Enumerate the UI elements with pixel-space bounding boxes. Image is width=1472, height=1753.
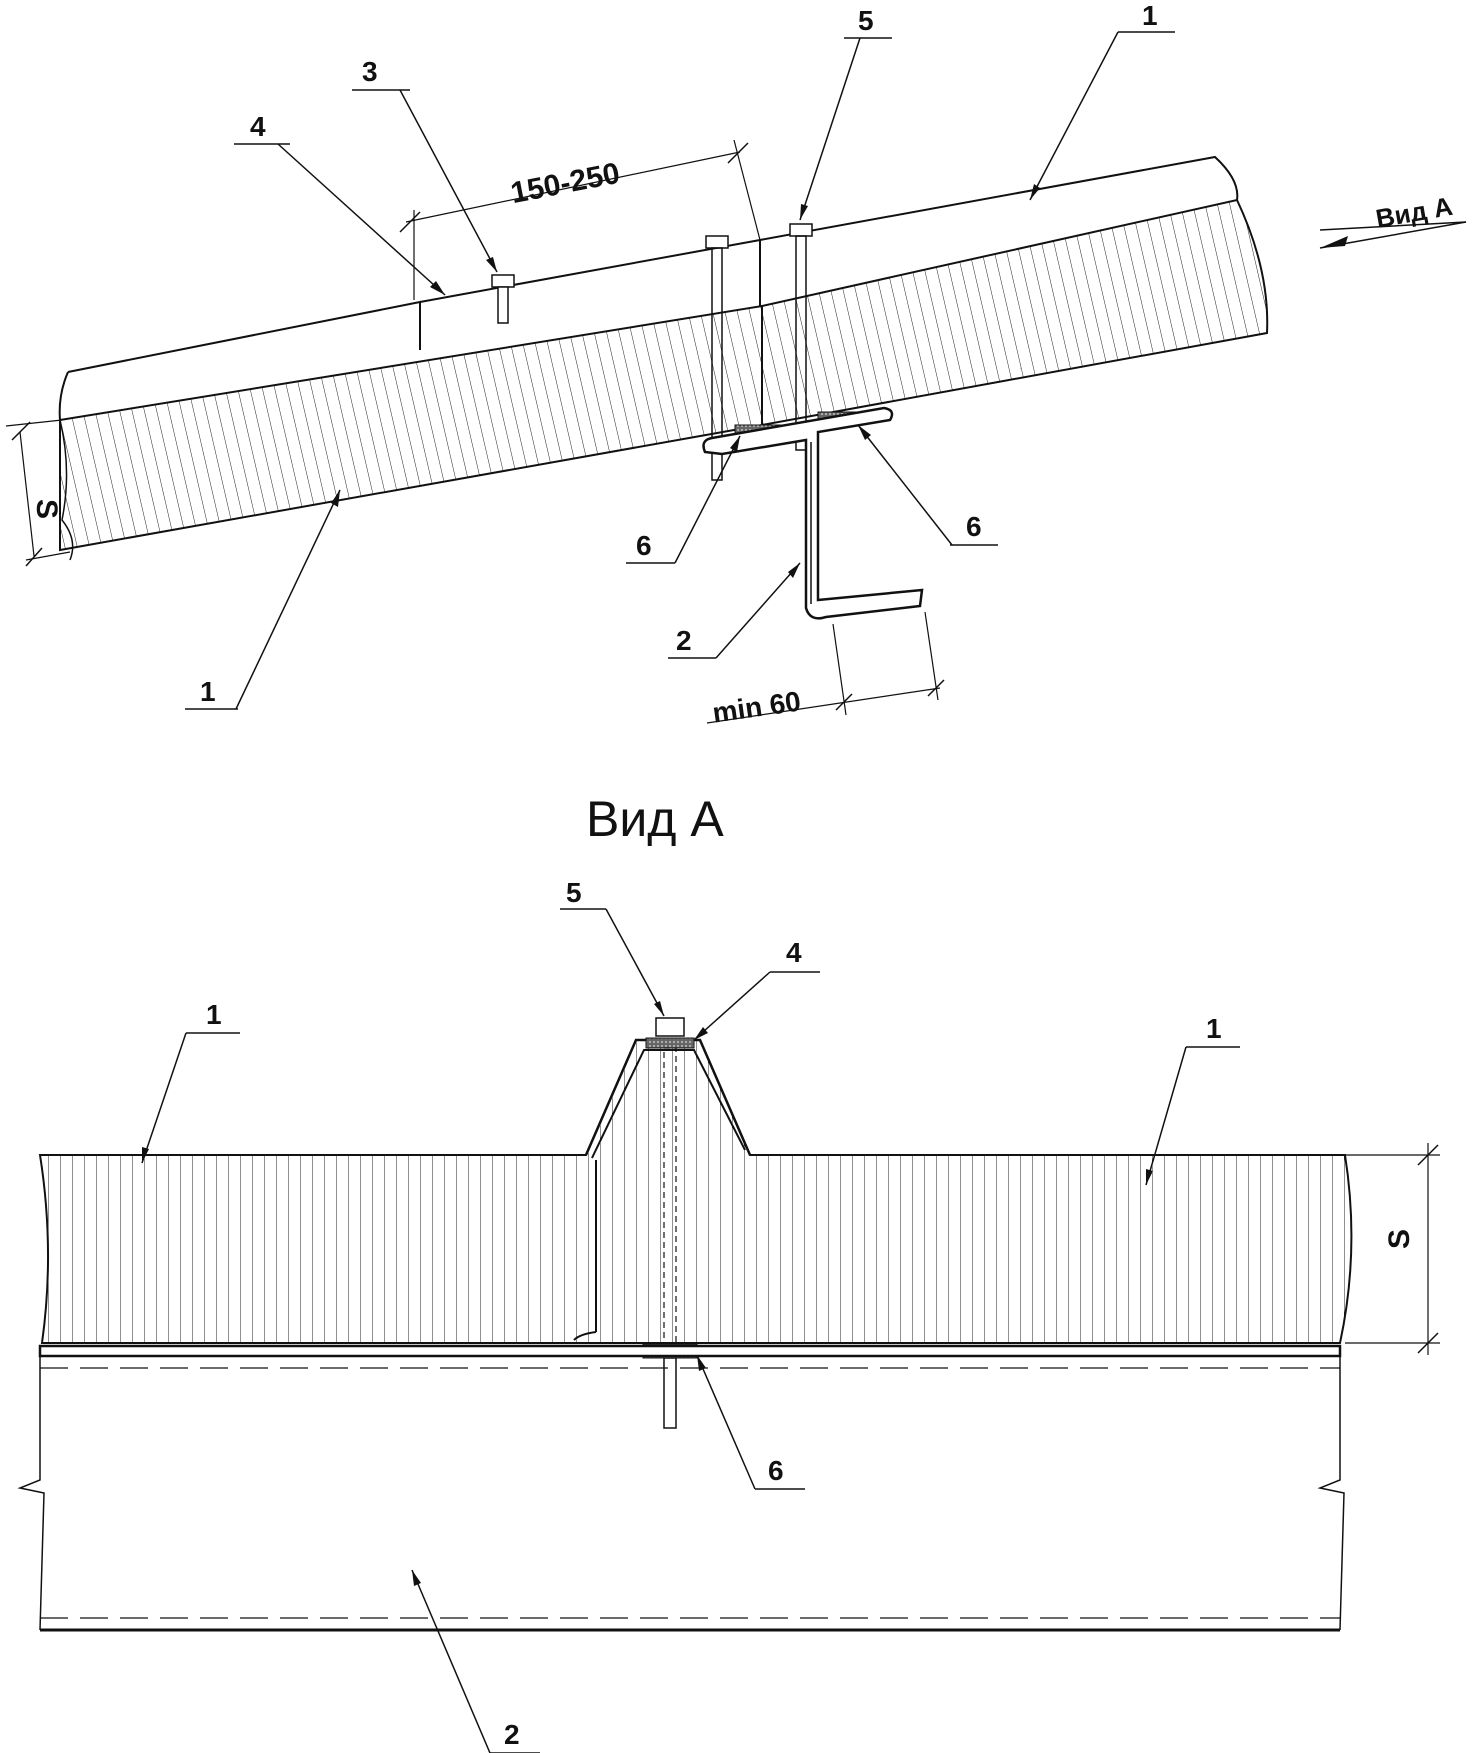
callout-3: 3 [352, 56, 498, 273]
dimension-overlap-text: 150-250 [508, 157, 622, 210]
dimension-thickness-section-text: S [30, 499, 63, 519]
callout-4-label: 4 [250, 111, 266, 142]
view-a-arrow-label: Вид А [1373, 191, 1455, 234]
view-a-callout-1-right: 1 [1145, 1013, 1240, 1186]
view-a-seal-4 [645, 1037, 695, 1049]
view-a-callout-1-right-label: 1 [1206, 1013, 1222, 1044]
view-a-callout-2-label: 2 [504, 1719, 520, 1750]
dimension-thickness-section: S [5, 419, 71, 567]
callout-1-left-label: 1 [200, 676, 216, 707]
fastener-screw-5b [789, 223, 813, 451]
view-a-panel-core [38, 1039, 1353, 1344]
view-a-purlin [17, 1344, 1345, 1632]
callout-1-left: 1 [185, 489, 341, 710]
callout-2: 2 [668, 562, 801, 659]
dimension-flange: min 60 [706, 611, 945, 729]
callout-6-left-label: 6 [636, 530, 652, 561]
view-a-callout-6: 6 [696, 1354, 805, 1490]
dimension-flange-text: min 60 [711, 685, 803, 728]
view-a-callout-4-label: 4 [786, 937, 802, 968]
callout-3-label: 3 [362, 56, 378, 87]
callout-1-top: 1 [1029, 0, 1175, 201]
view-a-callout-6-label: 6 [768, 1455, 784, 1486]
view-a-arrow: Вид А [1319, 191, 1467, 249]
view-a-callout-1-left-label: 1 [206, 999, 222, 1030]
view-a-title: Вид А [586, 791, 724, 847]
callout-6-right-label: 6 [966, 511, 982, 542]
callout-4: 4 [234, 111, 446, 296]
purlin-profile [702, 406, 924, 620]
view-a-callout-2: 2 [411, 1569, 540, 1753]
view-a-fastener [655, 1017, 685, 1429]
view-a-callout-4: 4 [693, 937, 820, 1041]
callout-5-label: 5 [858, 5, 874, 36]
callout-6-right: 6 [857, 424, 998, 546]
panel-right-core [761, 198, 1269, 427]
section-view: 150-250 min 60 S Вид А [5, 0, 1467, 729]
dimension-overlap: 150-250 [399, 139, 761, 300]
dimension-thickness-view-a: S [1345, 1143, 1440, 1355]
view-a: S 1 1 2 4 [17, 877, 1440, 1753]
view-a-callout-1-left: 1 [141, 999, 240, 1164]
dimension-thickness-view-a-text: S [1383, 1229, 1416, 1249]
panel-left-core [59, 304, 763, 552]
callout-1-top-label: 1 [1142, 0, 1158, 31]
callout-6-left: 6 [626, 435, 741, 564]
view-a-callout-5: 5 [560, 877, 665, 1017]
callout-5: 5 [799, 5, 892, 221]
fastener-screw-3 [491, 274, 515, 324]
callout-2-label: 2 [676, 625, 692, 656]
view-a-callout-5-label: 5 [566, 877, 582, 908]
